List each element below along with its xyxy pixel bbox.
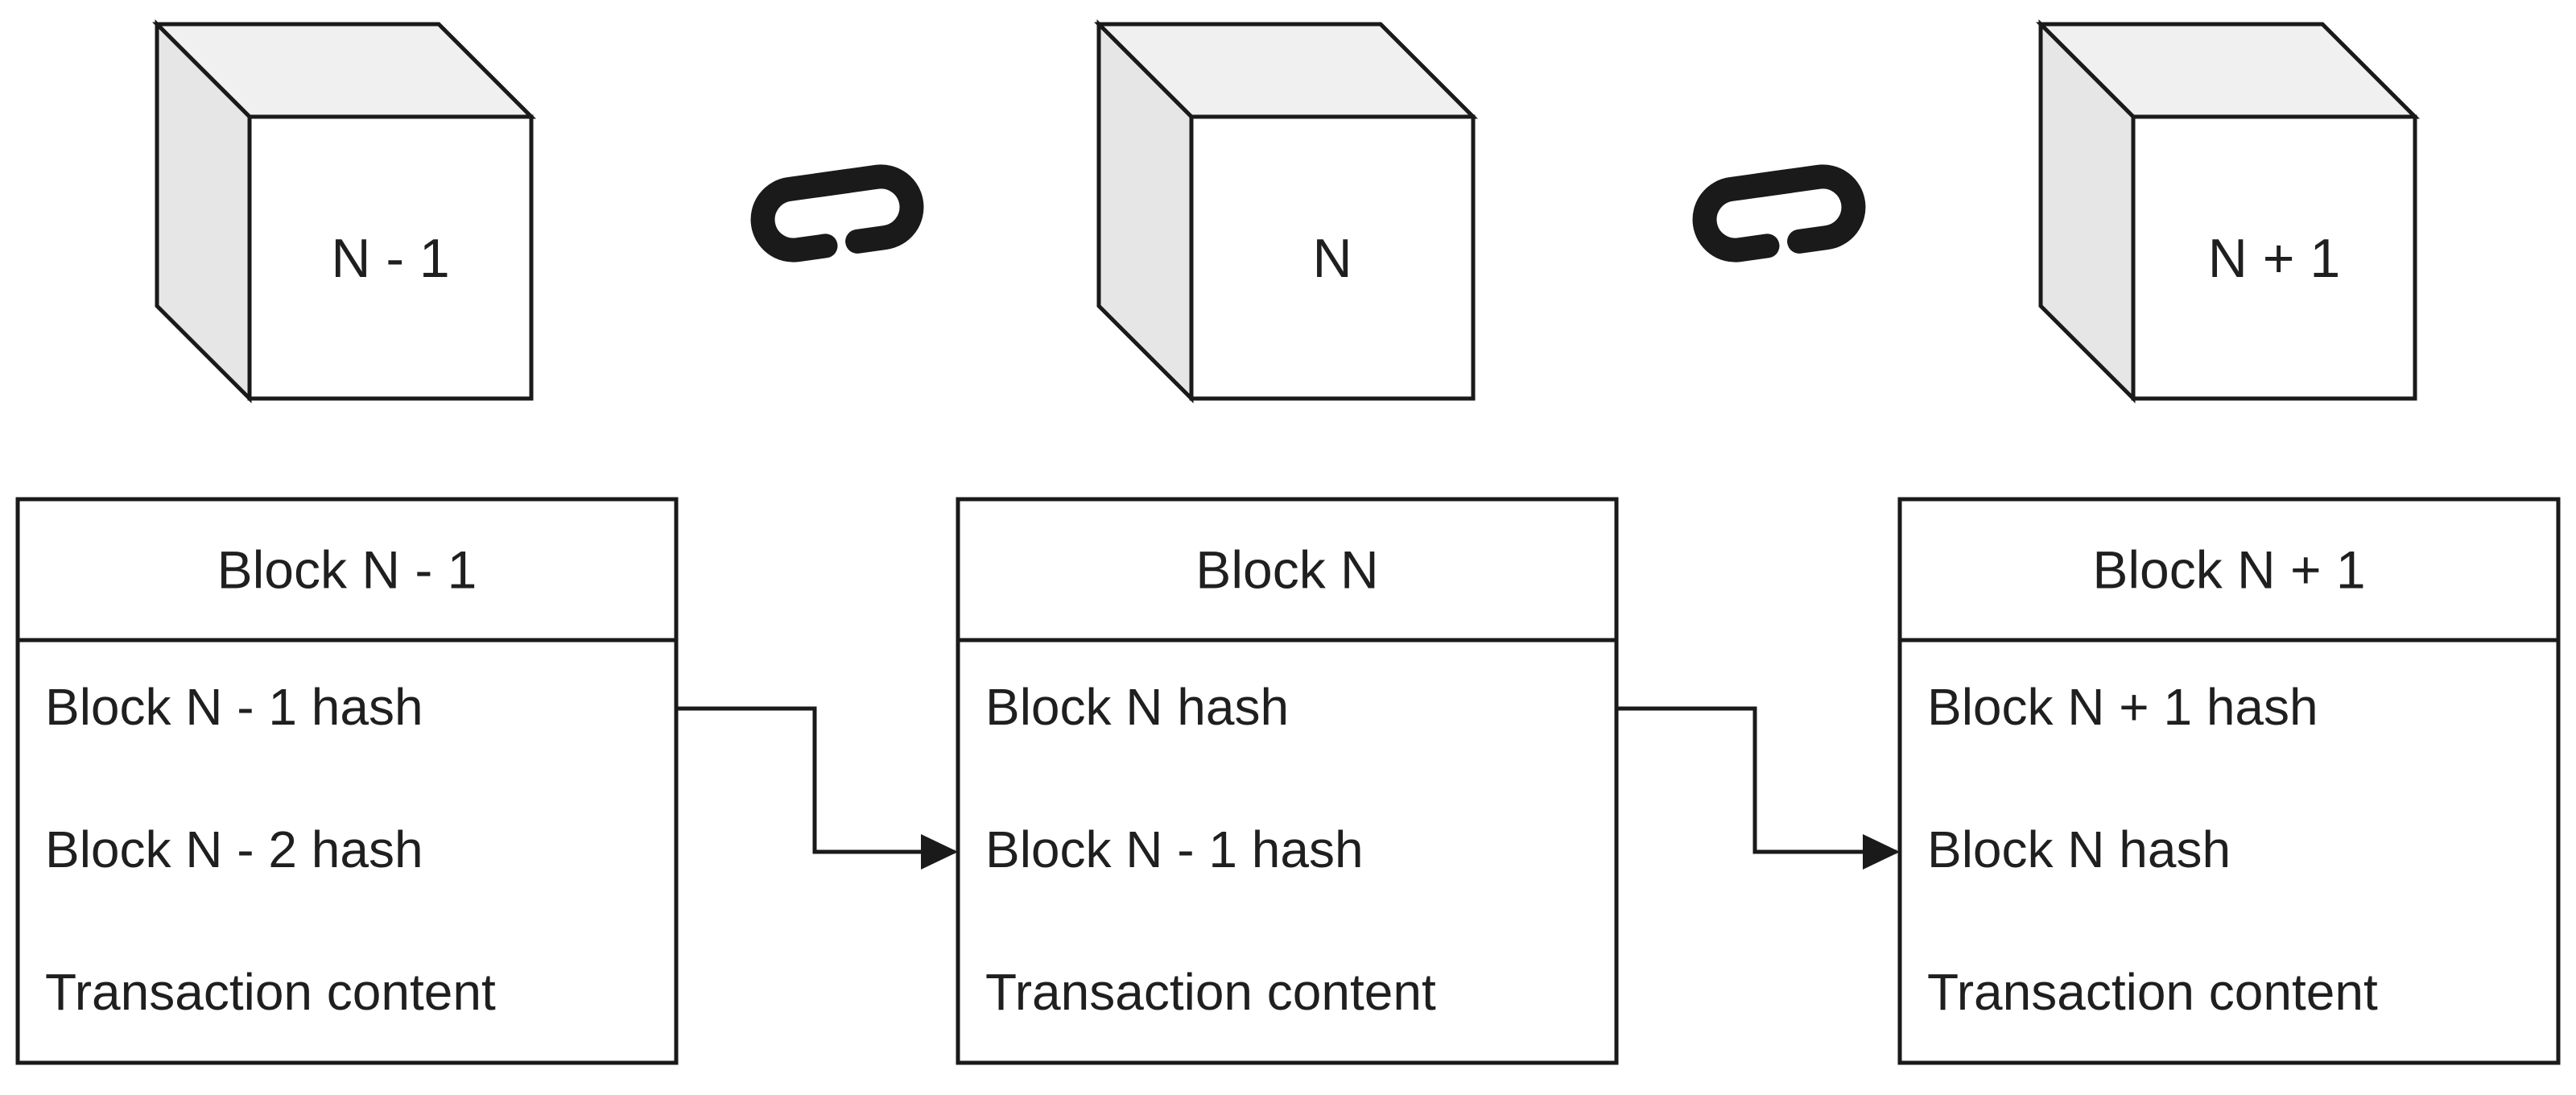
block-field: Block N - 1 hash <box>45 678 423 736</box>
block-field: Block N - 1 hash <box>985 820 1364 878</box>
block-title: Block N + 1 <box>2092 540 2365 600</box>
arrowhead <box>1863 834 1900 870</box>
cube-front-face <box>1189 114 1476 401</box>
block-field: Block N + 1 hash <box>1927 678 2318 736</box>
block-field: Block N hash <box>985 678 1289 736</box>
cube-front-face <box>2131 114 2417 401</box>
block-cube: N <box>1093 19 1479 404</box>
hash-reference-arrow <box>676 706 956 856</box>
block-title: Block N - 1 <box>217 540 477 600</box>
block-cube: N + 1 <box>2035 19 2421 404</box>
block-field: Transaction content <box>1927 963 2378 1021</box>
arrowhead <box>921 834 958 870</box>
block-table-frame <box>956 497 1619 1065</box>
cube-label: N + 1 <box>2208 228 2340 289</box>
block-field: Transaction content <box>45 963 496 1021</box>
block-field: Transaction content <box>985 963 1436 1021</box>
block-cube: N - 1 <box>151 19 537 404</box>
cube-label: N - 1 <box>331 228 449 289</box>
cube-front-face <box>247 114 534 401</box>
chain-link-icon <box>1692 164 1866 262</box>
block-title: Block N <box>1195 540 1378 600</box>
block-field: Block N - 2 hash <box>45 820 423 878</box>
chain-link-icon <box>750 164 924 262</box>
hash-reference-arrow <box>1616 706 1897 856</box>
block-table-frame <box>15 497 679 1065</box>
block-field: Block N hash <box>1927 820 2231 878</box>
block-table-frame <box>1897 497 2561 1065</box>
cube-label: N <box>1312 228 1352 289</box>
